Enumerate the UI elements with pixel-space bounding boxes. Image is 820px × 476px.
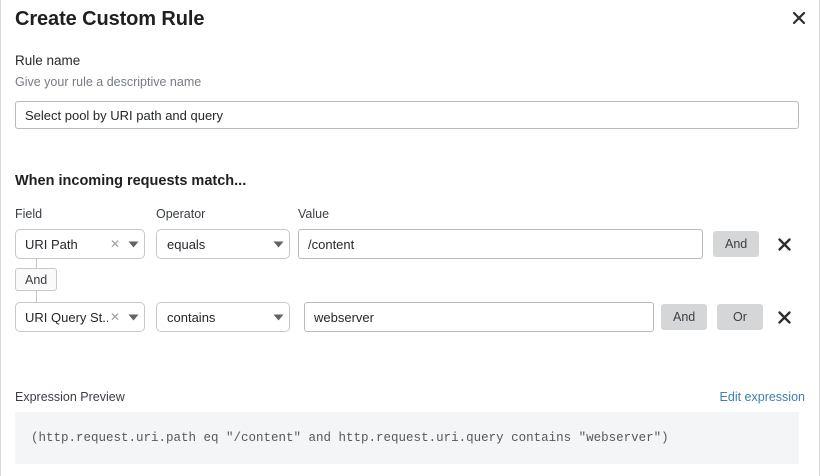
close-icon[interactable] [787,6,811,30]
and-button-1[interactable]: And [661,304,708,330]
operator-select-value-1: contains [167,309,216,325]
dialog-title: Create Custom Rule [15,8,205,30]
operator-select-1[interactable]: contains [156,302,290,332]
value-input-0[interactable] [298,229,703,259]
condition-row: URI Query St... ✕ contains And Or [1,302,820,332]
clear-icon[interactable]: ✕ [109,237,121,251]
chevron-down-icon[interactable] [122,314,144,321]
expression-preview-label: Expression Preview [15,390,125,404]
operator-select-value-0: equals [167,236,206,252]
field-select-1[interactable]: URI Query St... ✕ [15,302,145,332]
expression-preview-text: (http.request.uri.path eq "/content" and… [31,431,669,445]
group-connector-and[interactable]: And [15,268,58,291]
rule-name-input[interactable] [15,101,799,129]
field-select-value-1: URI Query St... [25,309,108,325]
column-header-value: Value [298,207,330,221]
chevron-down-icon[interactable] [267,241,289,248]
clear-icon[interactable]: ✕ [109,310,121,324]
connector-line-bottom [36,290,37,302]
field-select-0[interactable]: URI Path ✕ [15,229,145,259]
expression-preview-box: (http.request.uri.path eq "/content" and… [15,412,799,464]
or-button-1[interactable]: Or [717,304,763,330]
chevron-down-icon[interactable] [267,314,289,321]
chevron-down-icon[interactable] [122,241,144,248]
edit-expression-link[interactable]: Edit expression [719,390,805,404]
column-header-field: Field [15,207,43,221]
field-select-value-0: URI Path [25,236,78,252]
rule-name-description: Give your rule a descriptive name [15,75,202,89]
column-header-operator: Operator [156,207,206,221]
operator-select-0[interactable]: equals [156,229,290,259]
rule-name-label: Rule name [15,53,81,68]
delete-icon[interactable] [773,233,795,255]
and-button-0[interactable]: And [713,231,760,257]
value-input-1[interactable] [304,302,654,332]
connector-line-top [36,259,37,269]
condition-row: URI Path ✕ equals And [1,229,820,259]
delete-icon[interactable] [773,306,795,328]
conditions-heading: When incoming requests match... [15,173,247,189]
